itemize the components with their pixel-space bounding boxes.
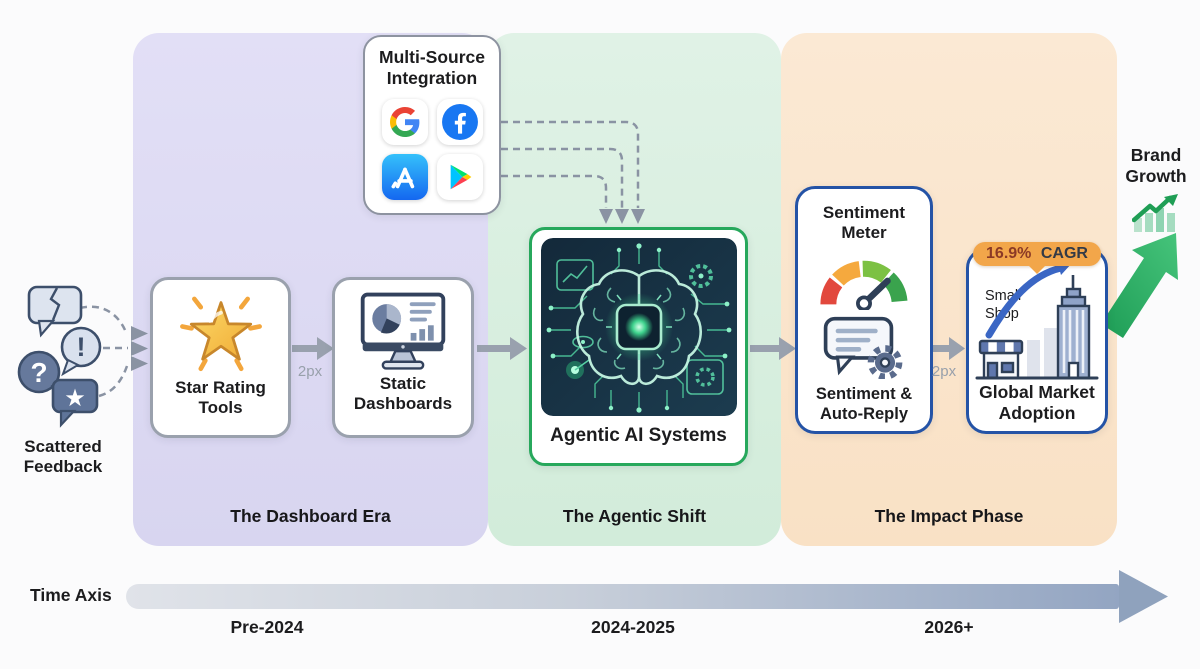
period-pre-2024: Pre-2024 [230, 617, 304, 637]
sentiment-auto-reply-label: Sentiment & Auto-Reply [815, 384, 913, 423]
dashboard-monitor-icon [360, 292, 446, 370]
phase-name-dashboard-era: The Dashboard Era [230, 506, 391, 526]
small-shop-icon [978, 339, 1024, 380]
cagr-badge-unit: CAGR [1040, 245, 1088, 262]
star-bubble-icon: ★ [51, 378, 99, 428]
phase-name-agentic-shift: The Agentic Shift [562, 506, 707, 526]
scattered-feedback-label: Scattered Feedback [23, 437, 103, 477]
period-2024-2025: 2024-2025 [591, 617, 675, 637]
sentiment-box: Sentiment Meter Sentiment & Auto-Reply [795, 186, 933, 434]
agentic-ai-brain-image [540, 238, 737, 416]
scattered-feedback-icons: ! ? ★ [17, 285, 102, 428]
agentic-ai-label: Agentic AI Systems [550, 425, 727, 446]
period-2026-plus: 2026+ [924, 617, 974, 637]
multi-source-title: Multi-Source Integration [379, 47, 485, 88]
star-icon [179, 296, 262, 372]
phase-name-impact-phase: The Impact Phase [874, 506, 1024, 526]
auto-reply-chat-gear-icon [823, 316, 903, 379]
app-store-icon [381, 154, 428, 200]
cagr-badge: 16.9% CAGR [973, 242, 1101, 266]
star-rating-box: Star Rating Tools [150, 277, 291, 438]
broken-chat-bubble-icon [27, 285, 83, 338]
brand-growth-mini-chart-icon [1132, 194, 1178, 232]
exclamation-bubble-icon: ! [60, 326, 102, 377]
sentiment-gauge-icon [820, 260, 908, 310]
star-rating-label: Star Rating Tools [175, 378, 266, 418]
cagr-badge-value: 16.9% [986, 245, 1032, 262]
svg-text:?: ? [30, 357, 47, 388]
time-axis-bar [126, 584, 1119, 609]
svg-text:!: ! [77, 332, 86, 362]
gap-note-right: 2px [931, 363, 957, 380]
time-axis-label: Time Axis [30, 585, 112, 605]
gap-note-left: 2px [297, 363, 323, 380]
global-market-box: 16.9% CAGR Small Shop [966, 242, 1108, 434]
multi-source-box: Multi-Source Integration [363, 35, 501, 215]
google-play-icon [436, 154, 483, 200]
time-axis-arrowhead [1119, 570, 1168, 623]
google-icon [381, 99, 428, 145]
global-market-label: Global Market Adoption [979, 382, 1095, 423]
market-growth-icon [975, 261, 1099, 380]
agentic-ai-box: Agentic AI Systems [529, 227, 748, 466]
brand-growth-label: Brand Growth [1125, 145, 1187, 186]
static-dashboards-label: Static Dashboards [353, 374, 453, 414]
skyscraper-icon [1056, 275, 1091, 380]
sentiment-title: Sentiment Meter [822, 203, 906, 243]
svg-text:★: ★ [64, 384, 86, 412]
facebook-icon [436, 99, 483, 145]
static-dashboards-box: Static Dashboards [332, 277, 474, 438]
